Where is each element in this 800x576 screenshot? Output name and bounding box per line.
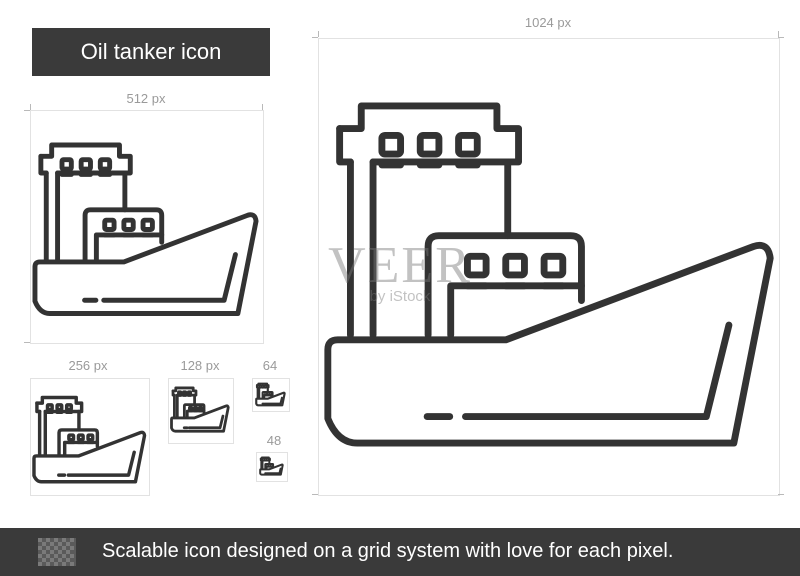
oil-tanker-icon — [170, 386, 230, 433]
frame-256 — [30, 378, 150, 496]
pixel-grid-icon — [38, 538, 76, 566]
oil-tanker-icon — [32, 395, 147, 484]
frame-1024 — [318, 38, 780, 496]
size-label-256: 256 px — [68, 358, 108, 373]
size-label-1024: 1024 px — [524, 15, 572, 30]
page-title: Oil tanker icon — [80, 39, 222, 64]
title-banner: Oil tanker icon — [32, 28, 270, 76]
size-label-48: 48 — [266, 433, 282, 448]
tick-mark — [778, 37, 784, 38]
tick-mark — [318, 31, 319, 37]
oil-tanker-icon — [255, 382, 286, 407]
tick-mark — [262, 104, 263, 110]
oil-tanker-icon — [323, 100, 777, 448]
tick-mark — [778, 494, 784, 495]
tick-mark — [30, 104, 31, 110]
oil-tanker-icon — [33, 142, 259, 316]
size-label-64: 64 — [262, 358, 278, 373]
tick-mark — [24, 342, 30, 343]
tick-mark — [24, 110, 30, 111]
size-label-128: 128 px — [180, 358, 220, 373]
frame-64 — [252, 378, 290, 412]
tick-mark — [312, 37, 318, 38]
oil-tanker-icon — [259, 456, 284, 476]
frame-128 — [168, 378, 234, 444]
tick-mark — [778, 31, 779, 37]
tick-mark — [312, 494, 318, 495]
size-label-512: 512 px — [126, 91, 166, 106]
frame-512 — [30, 110, 264, 344]
footer-bar: Scalable icon designed on a grid system … — [0, 528, 800, 576]
footer-text: Scalable icon designed on a grid system … — [102, 540, 674, 562]
frame-48 — [256, 452, 288, 482]
